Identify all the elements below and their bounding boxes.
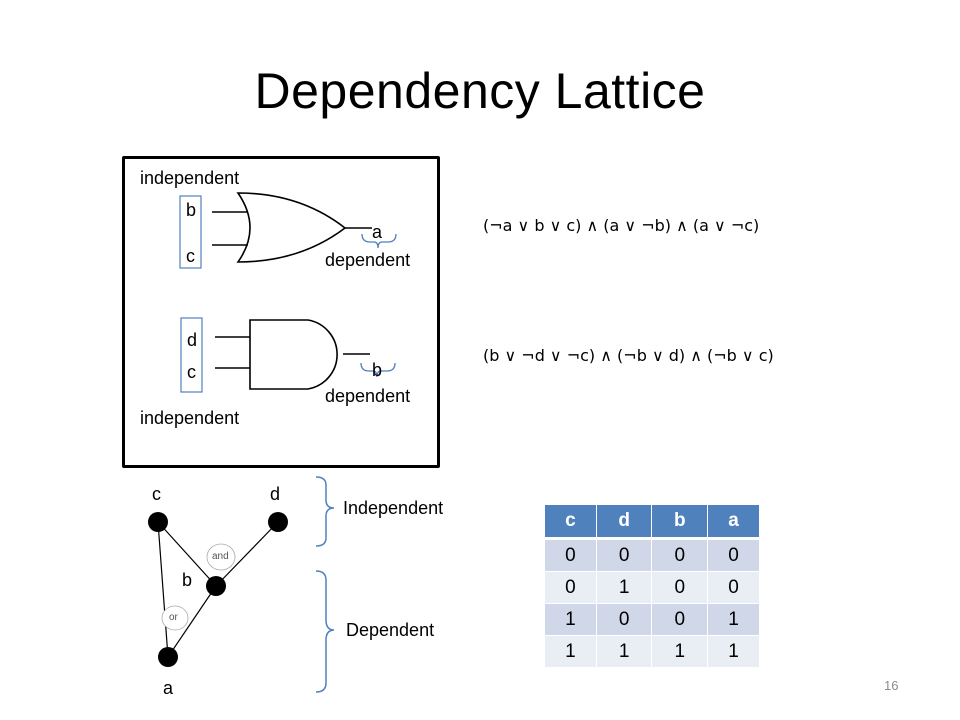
truth-table: c d b a 0 0 0 0 0 1 0 0 1 0 0 1 1 1 1 1	[544, 504, 760, 668]
header-a: a	[707, 504, 760, 540]
lattice-label-c: c	[152, 484, 161, 504]
or-edge-oval	[161, 605, 189, 631]
lattice-node-c	[148, 512, 168, 532]
or-dependent-label: dependent	[325, 250, 411, 270]
table-cell: 1	[595, 571, 653, 604]
table-cell: 1	[707, 635, 760, 668]
or-input-b: b	[186, 200, 197, 220]
or-gate	[212, 192, 372, 263]
lattice-edges	[157, 521, 279, 658]
table-cell: 1	[544, 635, 597, 668]
table-cell: 0	[544, 538, 597, 572]
lattice-label-a: a	[163, 678, 174, 698]
lattice-label-d: d	[270, 484, 281, 504]
independent-heading: Independent	[343, 498, 444, 518]
table-row: 1 1 1 1	[544, 635, 760, 668]
and-input-d: d	[187, 330, 198, 350]
and-input-c: c	[187, 362, 196, 382]
table-cell: 0	[595, 603, 653, 636]
table-cell: 1	[544, 603, 597, 636]
top-independent-label: independent	[140, 168, 240, 188]
and-inputs-box	[180, 317, 203, 393]
table-cell: 0	[651, 538, 709, 572]
bottom-independent-label: independent	[140, 408, 240, 428]
or-inputs-box	[179, 195, 202, 269]
lattice-node-d	[268, 512, 288, 532]
slide-title: Dependency Lattice	[254, 63, 706, 119]
and-output-brace	[360, 362, 396, 378]
header-b: b	[651, 504, 709, 540]
lattice-node-a	[158, 647, 178, 667]
formula-and-gate: (b ∨ ¬d ∨ ¬c) ∧ (¬b ∨ d) ∧ (¬b ∨ c)	[483, 346, 774, 365]
table-row: 1 0 0 1	[544, 603, 760, 636]
or-output-a: a	[372, 222, 383, 242]
table-cell: 1	[707, 603, 760, 636]
table-cell: 0	[707, 571, 760, 604]
table-cell: 1	[651, 635, 709, 668]
dependent-heading: Dependent	[346, 620, 435, 640]
table-cell: 0	[544, 571, 597, 604]
and-gate	[215, 319, 370, 390]
page-number: 16	[884, 678, 899, 693]
truth-table-header-row: c d b a	[544, 504, 760, 540]
table-row: 0 1 0 0	[544, 571, 760, 604]
table-cell: 0	[595, 538, 653, 572]
table-cell: 0	[651, 603, 709, 636]
edge-label-and: and	[212, 551, 229, 562]
lattice-label-b: b	[182, 570, 193, 590]
or-input-c: c	[186, 246, 195, 266]
table-cell: 0	[651, 571, 709, 604]
and-dependent-label: dependent	[325, 386, 411, 406]
header-d: d	[595, 504, 653, 540]
or-output-brace	[361, 233, 397, 249]
formula-or-gate: (¬a ∨ b ∨ c) ∧ (a ∨ ¬b) ∧ (a ∨ ¬c)	[483, 216, 760, 235]
gates-panel	[122, 156, 440, 468]
independent-brace	[315, 476, 335, 547]
edge-label-or: or	[169, 612, 178, 623]
lattice-node-b	[206, 576, 226, 596]
table-cell: 1	[595, 635, 653, 668]
table-row: 0 0 0 0	[544, 538, 760, 572]
header-c: c	[544, 504, 597, 540]
dependent-brace	[315, 570, 335, 693]
and-edge-oval	[206, 543, 236, 571]
table-cell: 0	[707, 538, 760, 572]
and-output-b: b	[372, 360, 383, 380]
